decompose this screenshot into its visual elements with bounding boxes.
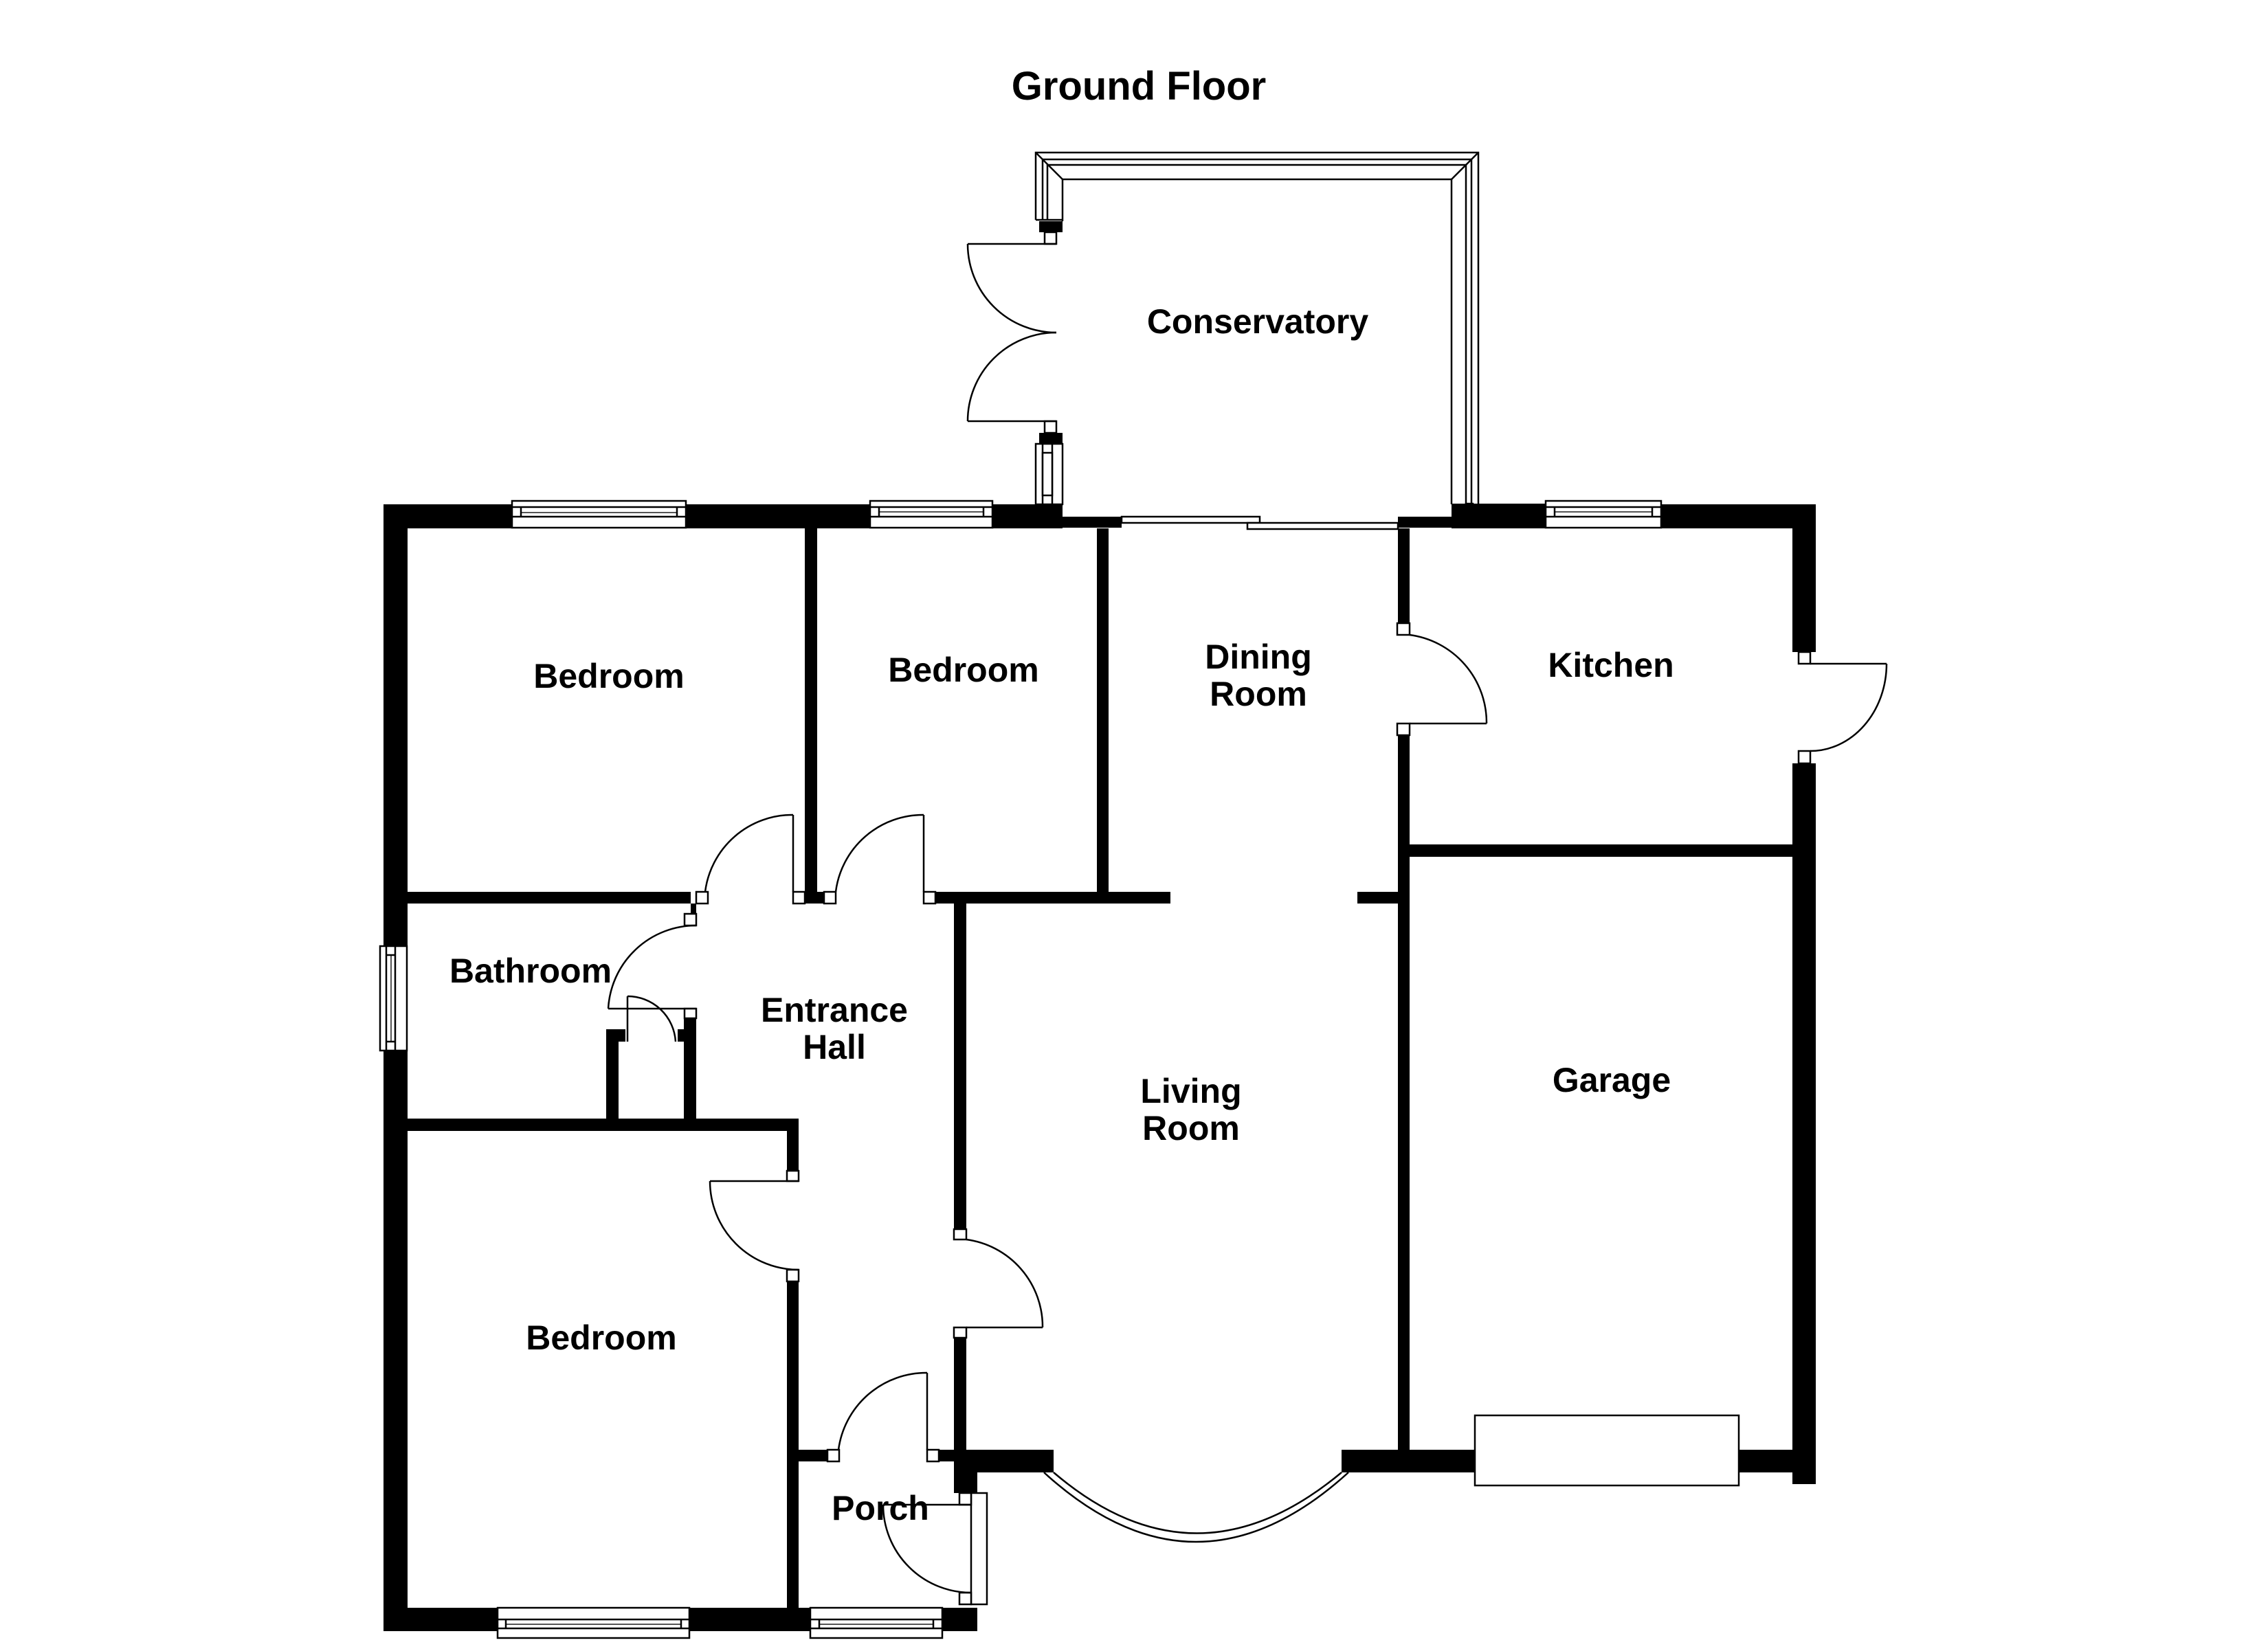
room-label-bedroom-front-middle: Bedroom — [888, 651, 1039, 689]
exterior-walls — [383, 504, 1816, 1631]
window-kitchen — [1544, 500, 1663, 529]
garage-door[interactable] — [1474, 1414, 1740, 1487]
door-cupboard[interactable] — [626, 995, 677, 1042]
window-bedroom-rear — [496, 1606, 691, 1639]
floor-title: Ground Floor — [1011, 64, 1267, 109]
room-label-conservatory: Conservatory — [1146, 302, 1369, 341]
room-label-kitchen: Kitchen — [1548, 646, 1674, 684]
door-kitchen-external[interactable] — [1797, 651, 1888, 765]
room-label-bedroom-front-left: Bedroom — [533, 657, 685, 695]
room-label-living-room: Living Room — [1140, 1074, 1241, 1145]
window-bathroom — [379, 945, 408, 1052]
door-bedroom-rear[interactable] — [709, 1169, 800, 1283]
room-label-dining-room: Dining Room — [1205, 640, 1312, 711]
living-room-line1: Living — [1140, 1072, 1242, 1110]
door-bedroom-front-left[interactable] — [695, 814, 806, 905]
living-room-line2: Room — [1142, 1109, 1240, 1147]
room-label-garage: Garage — [1552, 1061, 1671, 1099]
door-bedroom-front-middle[interactable] — [823, 814, 937, 905]
bay-window-living-room — [1043, 1472, 1349, 1543]
door-living-room[interactable] — [953, 1228, 1044, 1339]
window-bedroom-front-left — [511, 500, 687, 529]
room-label-entrance-hall: Entrance Hall — [761, 993, 908, 1064]
room-label-bedroom-rear: Bedroom — [526, 1319, 677, 1357]
window-porch — [809, 1606, 944, 1639]
conservatory-frame — [1034, 151, 1480, 513]
room-label-bathroom: Bathroom — [449, 952, 612, 990]
entrance-hall-line1: Entrance — [761, 991, 908, 1029]
door-porch-inner[interactable] — [826, 1371, 940, 1463]
door-bathroom[interactable] — [607, 912, 698, 1020]
conservatory-double-door[interactable] — [966, 243, 1057, 423]
door-kitchen-internal[interactable] — [1396, 622, 1488, 737]
room-label-porch: Porch — [832, 1489, 929, 1527]
interior-walls — [408, 528, 1792, 1608]
entrance-hall-line2: Hall — [803, 1028, 866, 1066]
door-front-entrance[interactable] — [882, 1492, 988, 1606]
dining-room-line2: Room — [1210, 675, 1307, 713]
sliding-door-dining[interactable] — [1120, 515, 1399, 530]
window-bedroom-front-middle — [869, 500, 994, 529]
dining-room-line1: Dining — [1205, 638, 1312, 676]
